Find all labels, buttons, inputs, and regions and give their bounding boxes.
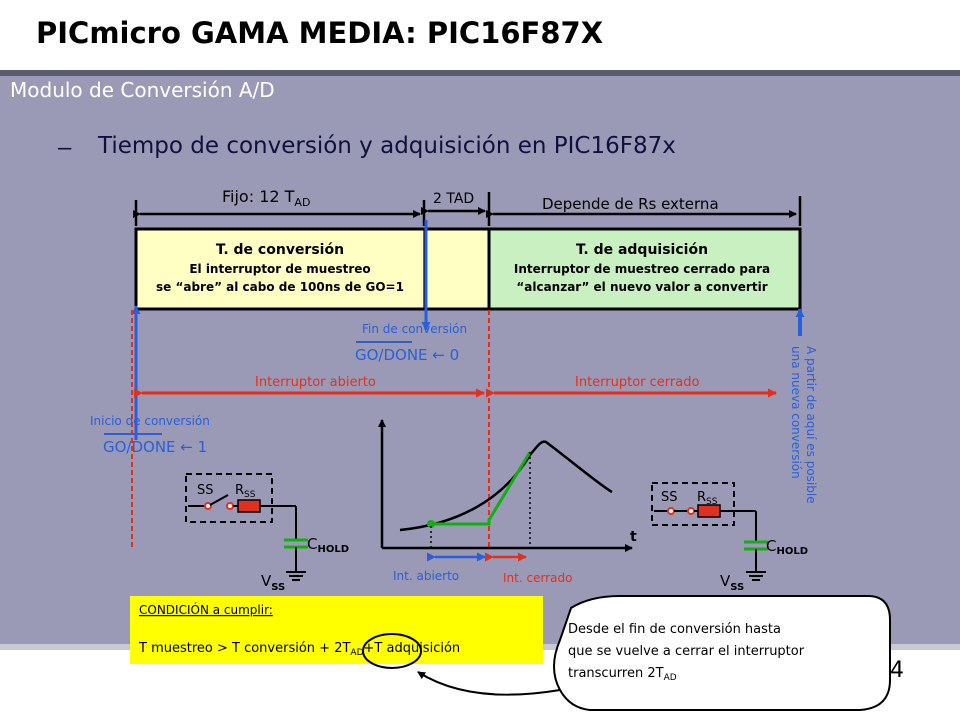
svg-text:T. de conversión: T. de conversión — [216, 242, 344, 258]
svg-text:A partir de aquí es posible: A partir de aquí es posible — [804, 346, 818, 504]
go-done-0-label: GO/DONE ← 0 — [355, 346, 459, 364]
svg-text:RSS: RSS — [697, 490, 718, 507]
closed-switch-label: Interruptor cerrado — [575, 375, 699, 390]
svg-text:RSS: RSS — [235, 483, 256, 500]
svg-text:CONDICIÓN a cumplir:: CONDICIÓN a cumplir: — [139, 602, 273, 617]
svg-text:t: t — [630, 529, 637, 545]
section-heading: Modulo de Conversión A/D — [10, 78, 275, 102]
acquisition-time-box: T. de adquisición Interruptor de muestre… — [487, 227, 802, 311]
voltage-curve-plot: t Int. abierto Int. cerrado — [378, 419, 637, 585]
svg-text:una nueva conversión: una nueva conversión — [789, 346, 803, 479]
condition-box: CONDICIÓN a cumplir: T muestreo > T conv… — [130, 596, 543, 669]
svg-text:VSS: VSS — [261, 572, 285, 593]
sample-hold-circuit-right: SS RSS CHOLD VSS — [651, 482, 808, 593]
title-divider — [0, 70, 960, 76]
conversion-time-box: T. de conversión El interruptor de muest… — [134, 227, 491, 311]
new-conversion-note: A partir de aquí es posible una nueva co… — [789, 346, 818, 504]
svg-text:El interruptor de muestreo: El interruptor de muestreo — [189, 262, 370, 276]
sample-hold-circuit-left: SS RSS CHOLD VSS — [185, 473, 349, 593]
slide-title: PICmicro GAMA MEDIA: PIC16F87X — [36, 16, 604, 50]
timing-arrows — [133, 192, 802, 226]
bullet-dash: – — [58, 134, 72, 161]
svg-text:Desde el fin de conversión has: Desde el fin de conversión hasta — [568, 622, 781, 637]
svg-text:SS: SS — [661, 490, 678, 505]
svg-text:se “abre” al cabo de 100ns de: se “abre” al cabo de 100ns de GO=1 — [156, 280, 404, 294]
bullet-text: Tiempo de conversión y adquisición en PI… — [98, 133, 676, 159]
depends-label: Depende de Rs externa — [542, 195, 719, 213]
svg-text:que se vuelve a cerrar el inte: que se vuelve a cerrar el interruptor — [568, 644, 805, 659]
go-done-1-label: GO/DONE ← 1 — [103, 438, 207, 456]
end-conversion-label: Fin de conversión — [362, 322, 467, 336]
svg-text:CHOLD: CHOLD — [307, 535, 349, 555]
svg-text:T muestreo > T conversión + 2T: T muestreo > T conversión + 2TAD+T adqui… — [138, 641, 460, 658]
svg-text:T. de adquisición: T. de adquisición — [576, 242, 708, 258]
svg-text:Int. cerrado: Int. cerrado — [503, 571, 572, 585]
two-tad-label: 2 TAD — [433, 191, 474, 207]
tad-note-callout: Desde el fin de conversión hasta que se … — [417, 595, 891, 711]
start-conversion-label: Inicio de conversión — [90, 414, 210, 428]
svg-text:Interruptor de muestreo cerrad: Interruptor de muestreo cerrado para — [514, 262, 770, 276]
fixed-time-label: Fijo: 12 TAD — [222, 187, 310, 209]
svg-text:transcurren 2TAD: transcurren 2TAD — [568, 666, 677, 683]
svg-text:SS: SS — [197, 483, 214, 498]
svg-text:Fijo: 12 TAD: Fijo: 12 TAD — [222, 187, 310, 209]
svg-text:“alcanzar” el nuevo valor a co: “alcanzar” el nuevo valor a convertir — [516, 280, 767, 294]
open-switch-label: Interruptor abierto — [255, 375, 376, 390]
svg-text:Int. abierto: Int. abierto — [393, 569, 459, 583]
svg-text:CHOLD: CHOLD — [766, 537, 808, 557]
svg-text:VSS: VSS — [720, 572, 744, 593]
